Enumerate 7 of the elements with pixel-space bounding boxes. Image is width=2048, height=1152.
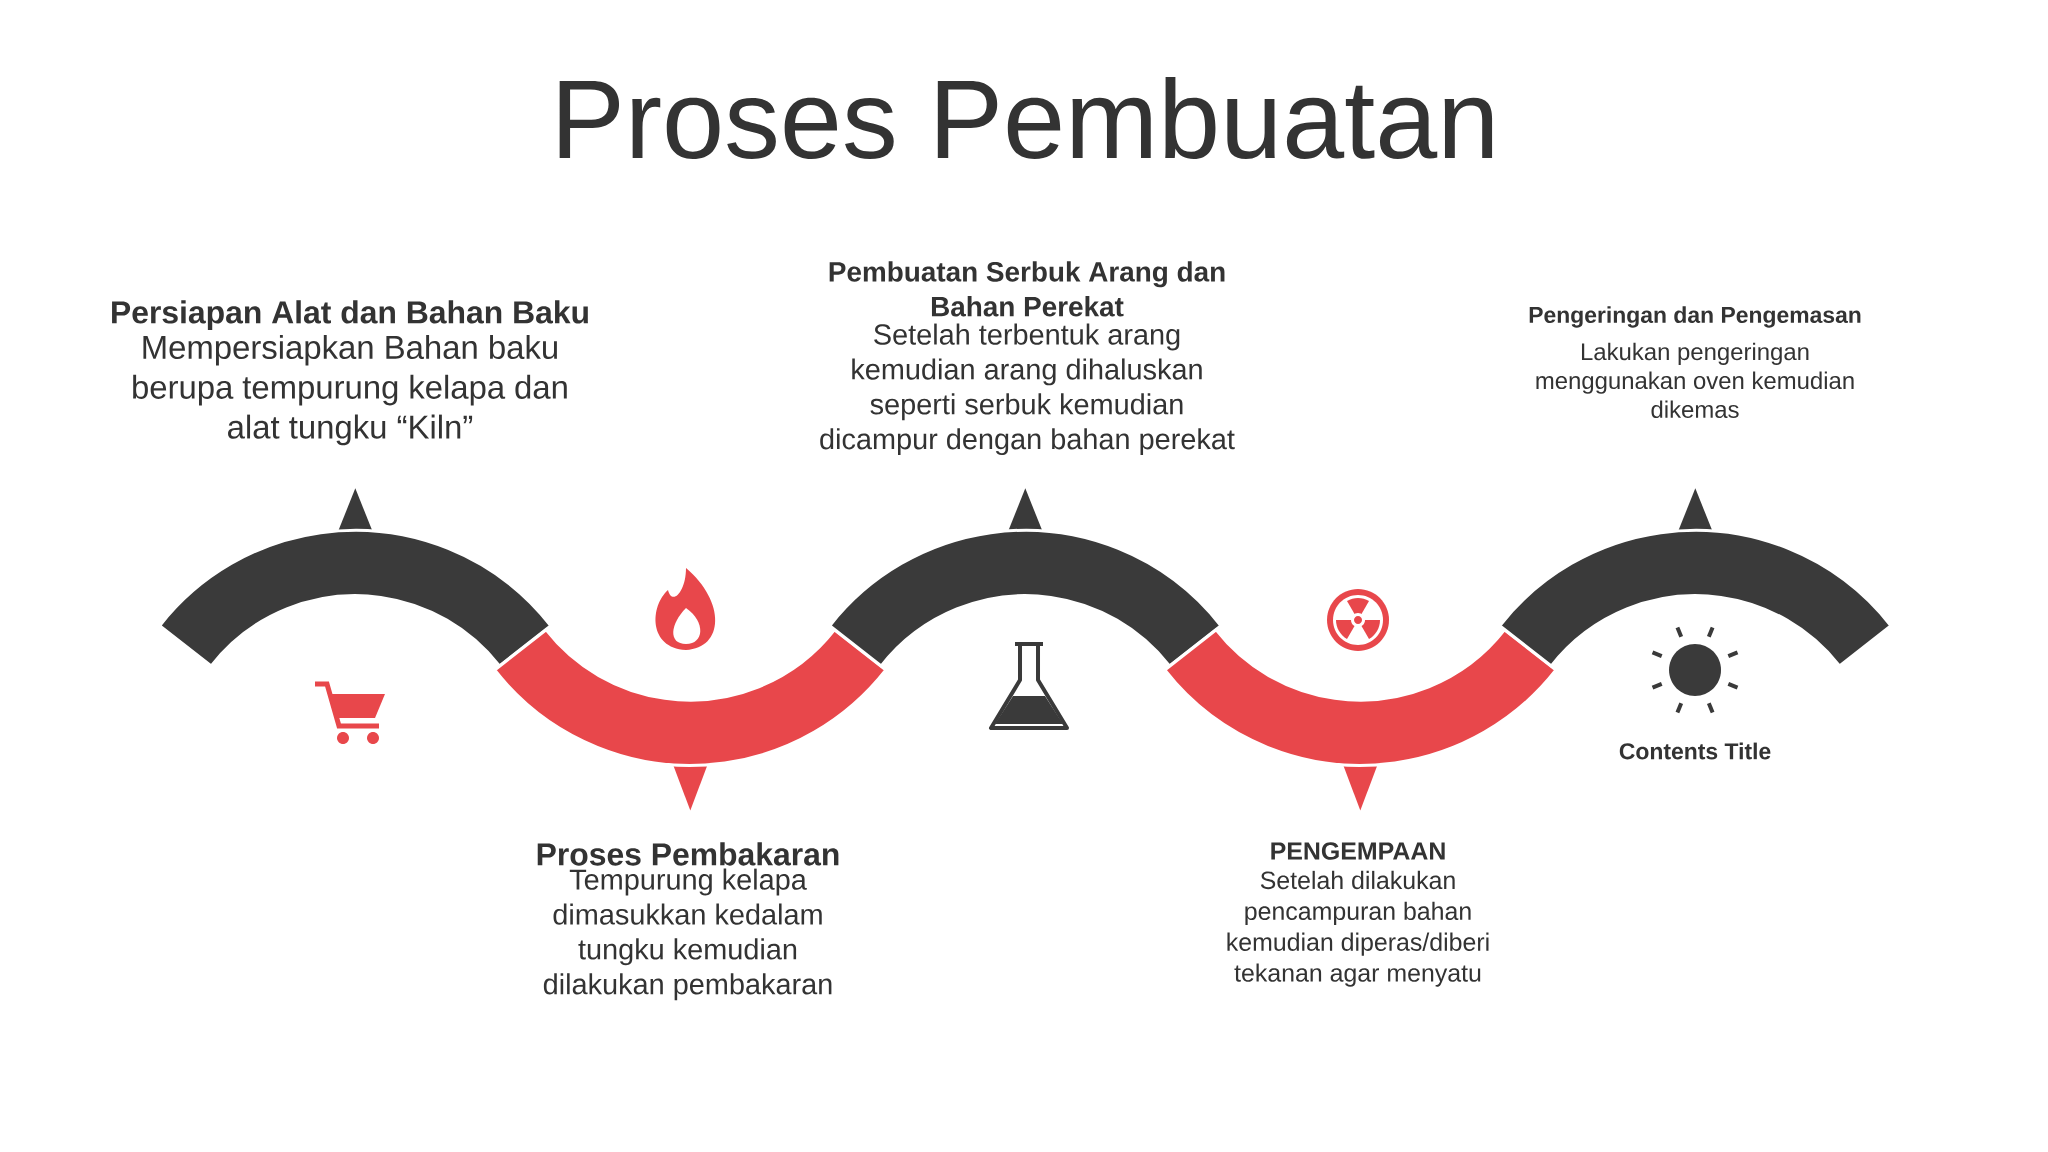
title: Proses Pembuatan xyxy=(559,77,1493,159)
step-text: Pembuatan Serbuk Arang dan Bahan Perekat Setelah terbentuk arang kemudian arang dihaluskan seperti serbuk kemudian dicampur dengan bahan perekat xyxy=(820,261,1235,456)
step-text: Proses Pembakaran Tempurung kelapa dimasukkan kedalam tungku kemudian dilakukan pembakaran xyxy=(537,842,839,1001)
step-text: Pengeringan dan Pengemasan Lakukan pengeringan menggunakan oven kemudian dikemas xyxy=(1529,306,1861,418)
step-text: Persiapan Alat dan Bahan Baku Mempersiapkan Bahan baku berupa tempurung kelapa dan alat tungku “Kiln” xyxy=(112,300,588,446)
step-caption: Contents Title xyxy=(1619,742,1771,760)
step-text: PENGEMPAAN Setelah dilakukan pencampuran bahan kemudian diperas/diberi tekanan agar menyatu xyxy=(1227,842,1489,987)
